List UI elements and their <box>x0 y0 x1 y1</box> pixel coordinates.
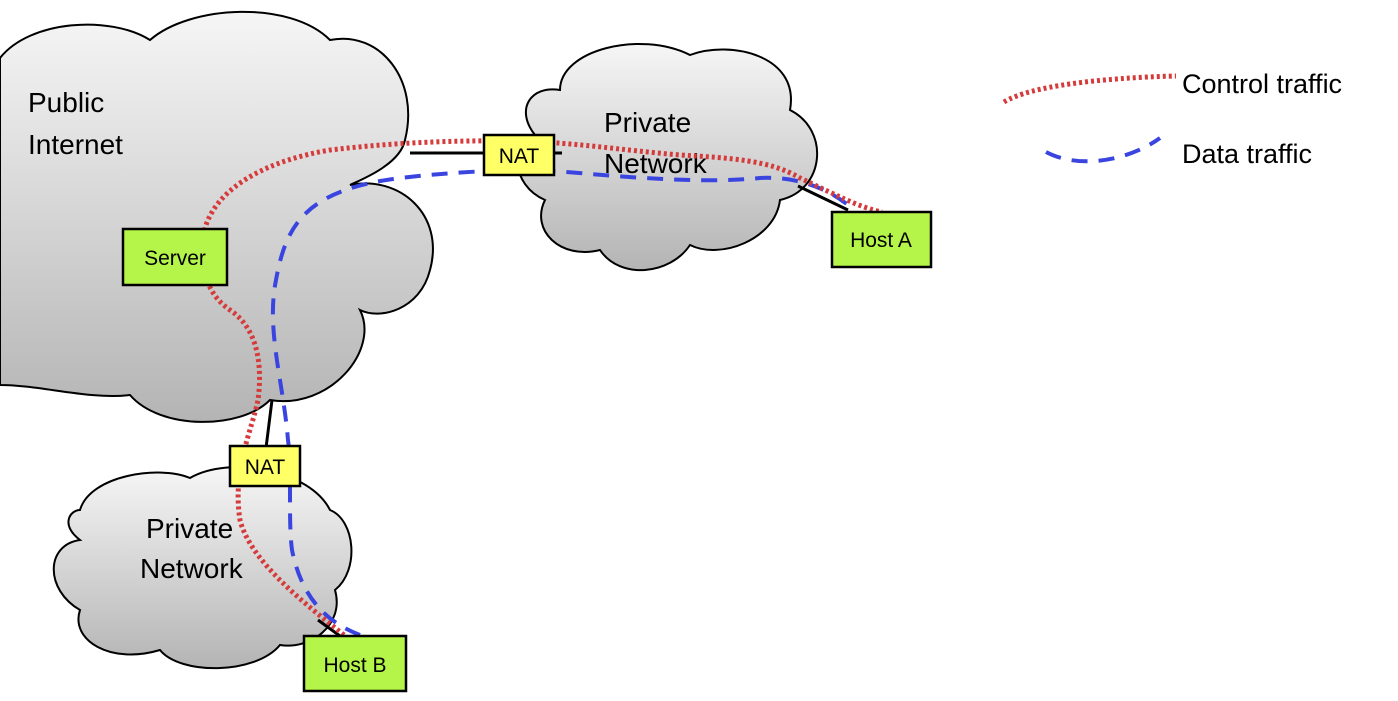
nat-b-node: NAT <box>228 444 302 488</box>
link-private-b-host-b <box>317 618 341 638</box>
host-b-node: Host B <box>302 634 408 693</box>
nat-a-node: NAT <box>482 133 556 177</box>
server-node: Server <box>121 227 229 287</box>
server-label: Server <box>144 247 206 270</box>
public-internet-label-line2: Internet <box>28 129 123 160</box>
private-network-b-cloud <box>52 466 353 670</box>
link-internet-nat-b <box>264 399 274 449</box>
data-traffic-path <box>270 167 854 637</box>
host-a-label: Host A <box>850 229 912 252</box>
legend-control-swatch <box>1002 73 1177 105</box>
legend: Control traffic Data traffic <box>1002 69 1342 169</box>
legend-control-label: Control traffic <box>1182 69 1342 99</box>
nat-a-label: NAT <box>499 145 540 168</box>
private-network-b-label-line1: Private <box>146 513 233 544</box>
private-network-a-label-line2: Network <box>604 148 708 179</box>
private-network-b-label-line2: Network <box>140 553 244 584</box>
host-b-label: Host B <box>323 654 386 677</box>
link-private-a-host-a <box>797 184 849 212</box>
private-network-a-label-line1: Private <box>604 107 691 138</box>
public-internet-cloud <box>0 10 434 423</box>
legend-data-swatch <box>1045 136 1162 164</box>
host-a-node: Host A <box>830 210 933 269</box>
nat-b-label: NAT <box>245 456 286 479</box>
public-internet-label-line1: Public <box>28 87 104 118</box>
legend-data-label: Data traffic <box>1182 139 1312 169</box>
